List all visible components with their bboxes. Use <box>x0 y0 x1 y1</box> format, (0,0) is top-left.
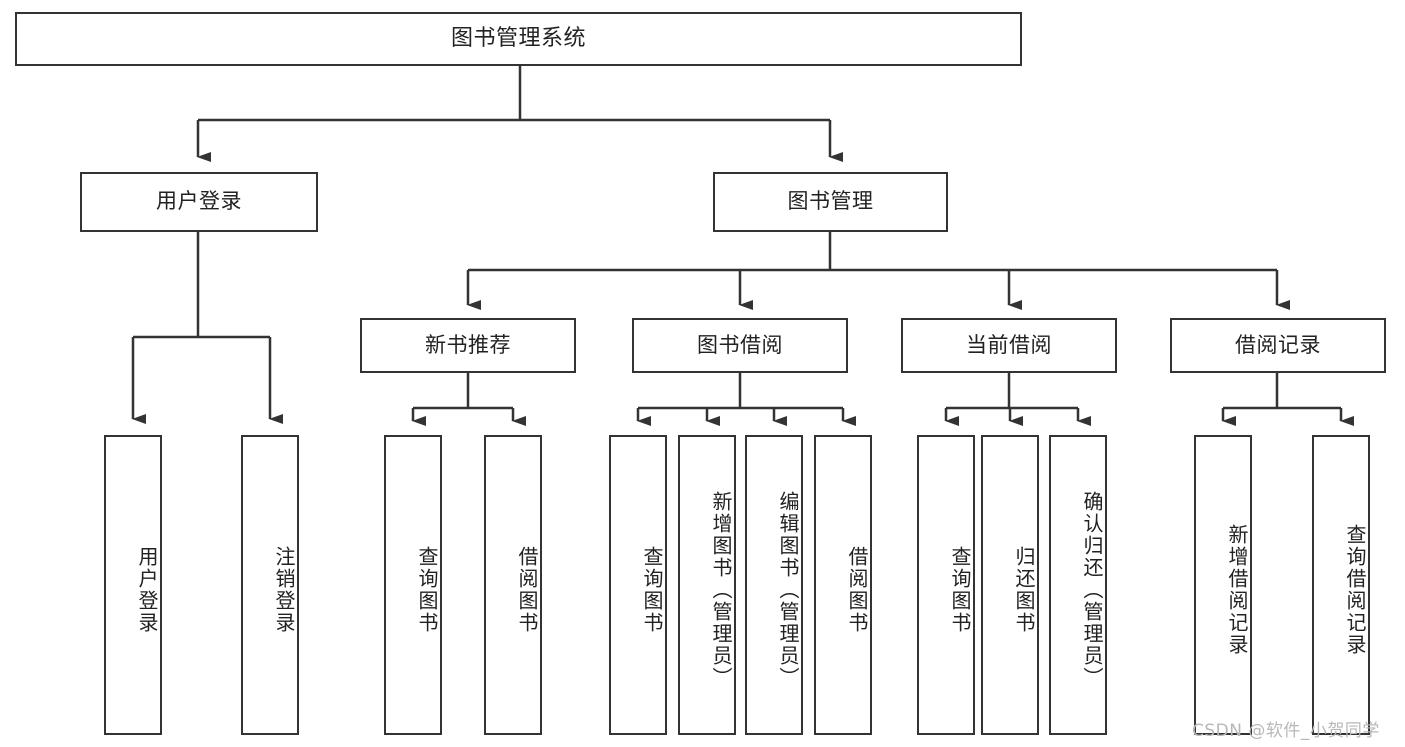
node-new-book-recommend[interactable]: 新书推荐 <box>360 318 576 373</box>
leaf-label: 查询图书 <box>948 546 972 634</box>
leaf-label: 注销登录 <box>272 546 296 634</box>
leaf-label: 新增图书（管理员） <box>709 491 733 689</box>
node-borrow-record[interactable]: 借阅记录 <box>1170 318 1386 373</box>
leaf-label: 查询图书 <box>640 546 664 634</box>
leaf-add-book[interactable]: 新增图书（管理员） <box>678 435 736 735</box>
leaf-query-book-current[interactable]: 查询图书 <box>917 435 975 735</box>
leaf-user-login[interactable]: 用户登录 <box>104 435 162 735</box>
leaf-label: 确认归还（管理员） <box>1080 491 1104 689</box>
csdn-watermark: CSDN @软件_小贺同学 <box>1192 721 1380 741</box>
node-root-system[interactable]: 图书管理系统 <box>15 12 1022 66</box>
leaf-query-record[interactable]: 查询借阅记录 <box>1312 435 1370 735</box>
leaf-query-book-recommend[interactable]: 查询图书 <box>384 435 442 735</box>
leaf-label: 用户登录 <box>135 546 159 634</box>
node-current-borrow[interactable]: 当前借阅 <box>901 318 1117 373</box>
leaf-label: 查询图书 <box>415 546 439 634</box>
node-book-borrow[interactable]: 图书借阅 <box>632 318 848 373</box>
leaf-borrow-book-recommend[interactable]: 借阅图书 <box>484 435 542 735</box>
leaf-label: 新增借阅记录 <box>1225 524 1249 656</box>
leaf-logout[interactable]: 注销登录 <box>241 435 299 735</box>
leaf-confirm-return[interactable]: 确认归还（管理员） <box>1049 435 1107 735</box>
leaf-label: 借阅图书 <box>845 546 869 634</box>
leaf-label: 编辑图书（管理员） <box>776 491 800 689</box>
leaf-add-record[interactable]: 新增借阅记录 <box>1194 435 1252 735</box>
leaf-edit-book[interactable]: 编辑图书（管理员） <box>745 435 803 735</box>
node-user-login[interactable]: 用户登录 <box>80 172 318 232</box>
node-book-manage[interactable]: 图书管理 <box>713 172 948 232</box>
leaf-label: 查询借阅记录 <box>1343 524 1367 656</box>
leaf-borrow-book[interactable]: 借阅图书 <box>814 435 872 735</box>
leaf-label: 借阅图书 <box>515 546 539 634</box>
leaf-query-book-borrow[interactable]: 查询图书 <box>609 435 667 735</box>
leaf-label: 归还图书 <box>1012 546 1036 634</box>
leaf-return-book[interactable]: 归还图书 <box>981 435 1039 735</box>
